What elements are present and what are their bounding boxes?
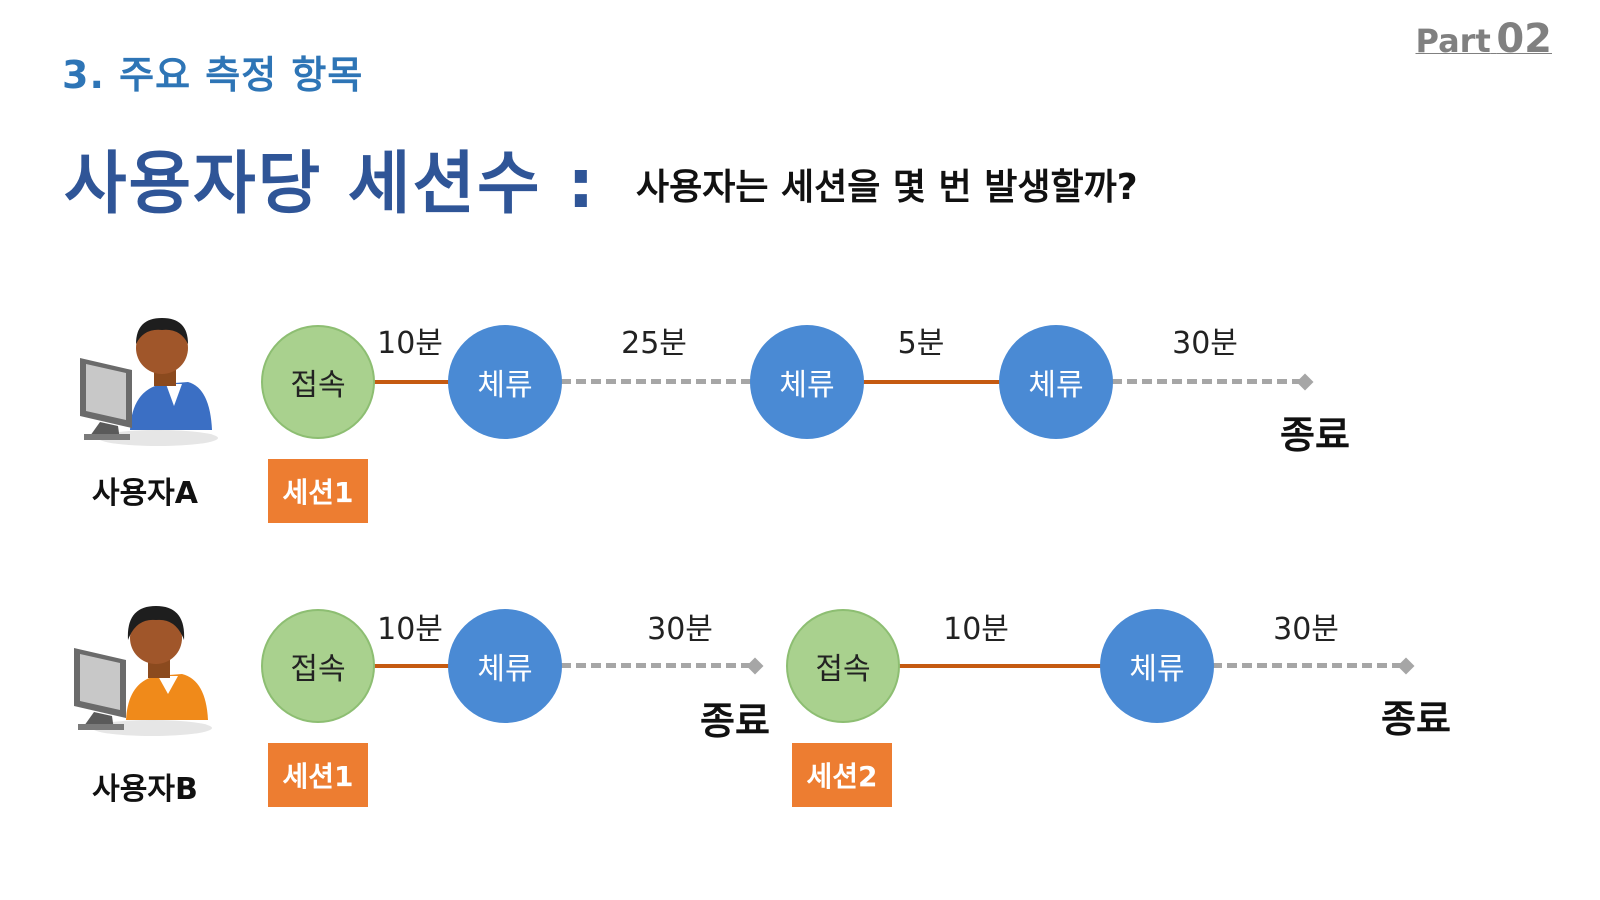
session-badge: 세션1 bbox=[268, 459, 368, 523]
stay-node: 체류 bbox=[448, 609, 562, 723]
user-name: 사용자B bbox=[92, 772, 198, 807]
duration-label: 25분 bbox=[621, 326, 687, 361]
stay-node: 체류 bbox=[1100, 609, 1214, 723]
duration-label: 30분 bbox=[647, 612, 713, 647]
part-word: Part bbox=[1415, 22, 1491, 60]
duration-label: 30분 bbox=[1172, 326, 1238, 361]
page-title: 사용자당 세션수 : bbox=[64, 145, 597, 224]
user-name: 사용자A bbox=[91, 476, 199, 511]
end-label: 종료 bbox=[700, 699, 770, 743]
idle-connector bbox=[561, 379, 751, 384]
idle-connector bbox=[561, 663, 751, 668]
part-label: Part 02 bbox=[1415, 16, 1552, 62]
duration-label: 10분 bbox=[943, 612, 1009, 647]
stay-node: 체류 bbox=[750, 325, 864, 439]
connect-node: 접속 bbox=[261, 325, 375, 439]
active-connector bbox=[374, 380, 450, 384]
session-badge: 세션2 bbox=[792, 743, 892, 807]
user-a-shirt bbox=[130, 382, 212, 430]
user-icon bbox=[74, 606, 212, 736]
duration-label: 30분 bbox=[1273, 612, 1339, 647]
section-label: 3. 주요 측정 항목 bbox=[62, 53, 364, 97]
duration-label: 5분 bbox=[897, 326, 945, 361]
end-label: 종료 bbox=[1381, 697, 1451, 741]
active-connector bbox=[863, 380, 1001, 384]
end-label: 종료 bbox=[1280, 413, 1350, 457]
stay-node: 체류 bbox=[999, 325, 1113, 439]
idle-connector bbox=[1212, 663, 1402, 668]
end-marker bbox=[746, 657, 764, 675]
user-icon bbox=[80, 318, 218, 446]
duration-label: 10분 bbox=[377, 326, 443, 361]
stay-node: 체류 bbox=[448, 325, 562, 439]
end-marker bbox=[1397, 657, 1415, 675]
part-number: 02 bbox=[1496, 16, 1552, 62]
active-connector bbox=[898, 664, 1102, 668]
idle-connector bbox=[1112, 379, 1302, 384]
duration-label: 10분 bbox=[377, 612, 443, 647]
user-b-shirt bbox=[126, 674, 208, 720]
connect-node: 접속 bbox=[786, 609, 900, 723]
end-marker bbox=[1296, 373, 1314, 391]
active-connector bbox=[374, 664, 450, 668]
session-badge: 세션1 bbox=[268, 743, 368, 807]
page-subtitle: 사용자는 세션을 몇 번 발생할까? bbox=[636, 167, 1138, 208]
connect-node: 접속 bbox=[261, 609, 375, 723]
